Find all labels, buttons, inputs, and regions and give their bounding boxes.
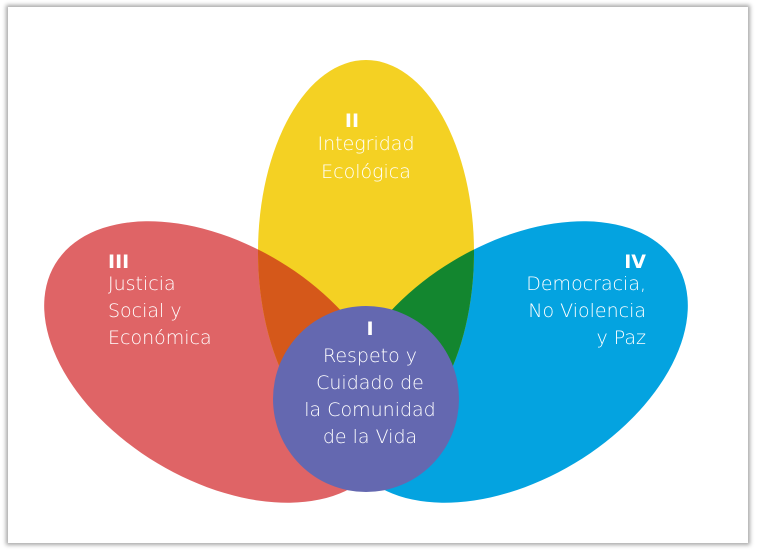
label-line: la Comunidad xyxy=(304,399,436,421)
label-line: de la Vida xyxy=(323,426,417,448)
label-line: Ecológica xyxy=(321,161,411,183)
label-line: Social y xyxy=(108,300,182,322)
label-democracia: IV Democracia, No Violencia y Paz xyxy=(526,251,646,349)
numeral-iii: III xyxy=(108,251,129,273)
label-line: Cuidado de xyxy=(316,372,424,394)
label-line: Justicia xyxy=(108,273,176,295)
numeral-i: I xyxy=(366,318,373,340)
label-justicia: III Justicia Social y Económica xyxy=(108,251,212,349)
label-line: Respeto y xyxy=(323,345,417,367)
label-line: No Violencia xyxy=(528,300,646,322)
label-line: Integridad xyxy=(317,133,414,155)
label-line: Democracia, xyxy=(526,273,646,295)
circle-respeto xyxy=(273,306,459,492)
numeral-iv: IV xyxy=(624,251,646,273)
label-line: y Paz xyxy=(596,327,646,349)
label-integridad: II Integridad Ecológica xyxy=(317,110,414,183)
label-respeto: I Respeto y Cuidado de la Comunidad de l… xyxy=(304,318,436,448)
label-line: Económica xyxy=(108,327,212,349)
numeral-ii: II xyxy=(345,110,359,132)
